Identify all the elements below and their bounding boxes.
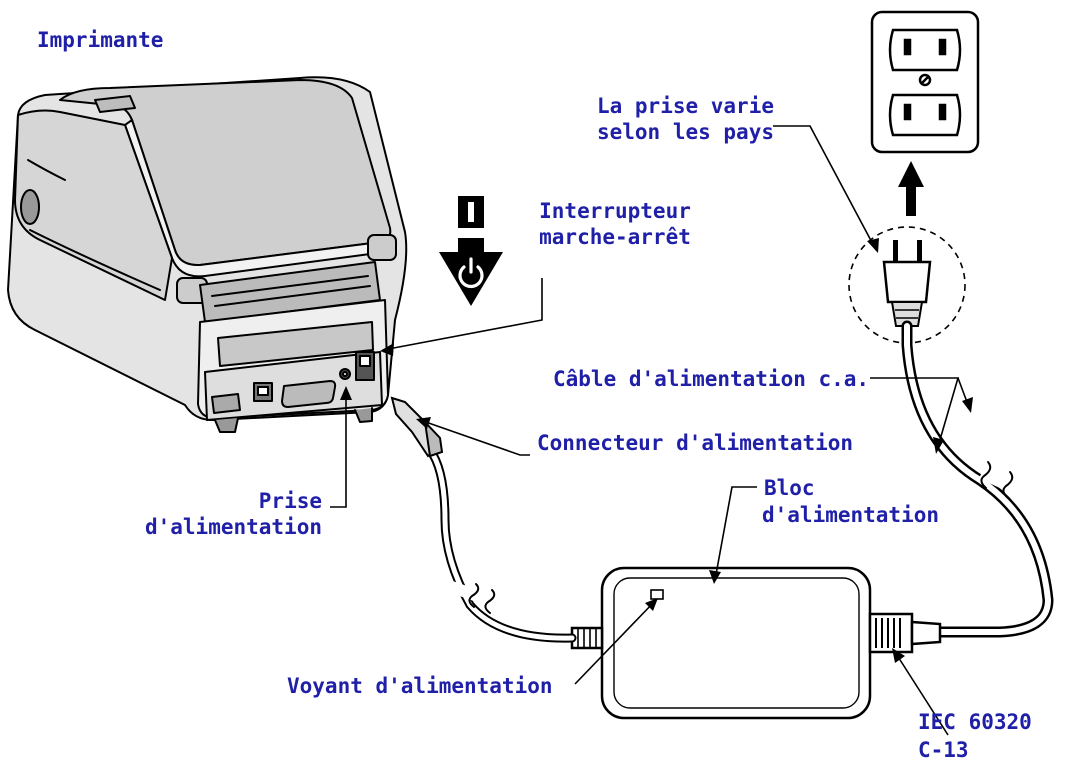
power-supply-label: Bloc d'alimentation (762, 475, 939, 529)
power-switch-line2: marche-arrêt (539, 225, 691, 249)
power-switch-line1: Interrupteur (539, 199, 691, 223)
ac-power-cord (901, 320, 1054, 638)
power-supply-line2: d'alimentation (762, 503, 940, 527)
printer-label: Imprimante (37, 28, 164, 52)
leader-lines (330, 125, 971, 736)
leader-arrowheads (340, 238, 973, 663)
ac-cord-label: Câble d'alimentation c.a. (553, 367, 870, 391)
power-supply-brick (570, 566, 942, 720)
dc-power-cord (425, 445, 577, 643)
power-supply-line1: Bloc (764, 476, 815, 500)
outlet-varies-label: La prise varie selon les pays (536, 93, 774, 145)
printer-illustration (7, 76, 408, 433)
power-switch-symbol (439, 196, 503, 306)
power-led-label: Voyant d'alimentation (287, 674, 553, 698)
outlet-varies-line2: selon les pays (596, 120, 774, 144)
iec-line2: C-13 (918, 738, 969, 762)
power-receptacle-line2: d'alimentation (144, 515, 322, 539)
power-symbol-icon (458, 257, 484, 289)
outlet-varies-line1: La prise varie (596, 94, 774, 118)
up-arrow-icon (898, 161, 924, 216)
iec-connector-label: IEC 60320 C-13 (918, 708, 1032, 764)
power-connector-label: Connecteur d'alimentation (537, 431, 854, 455)
wall-outlet-icon (870, 10, 980, 154)
iec-line1: IEC 60320 (918, 710, 1032, 734)
power-switch-label: Interrupteur marche-arrêt (505, 198, 725, 250)
power-receptacle-line1: Prise (258, 489, 322, 513)
dc-barrel-plug (390, 396, 444, 458)
power-receptacle-label: Prise d'alimentation (96, 488, 322, 540)
